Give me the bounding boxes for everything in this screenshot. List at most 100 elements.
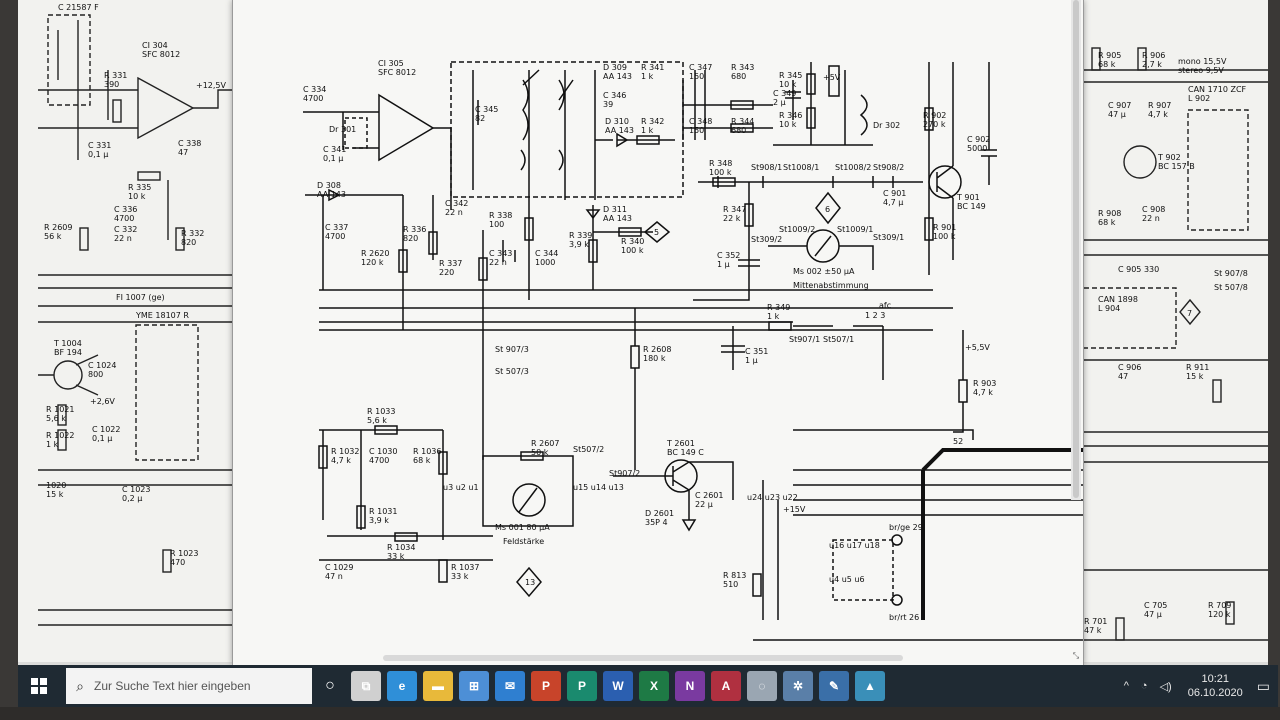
powerpoint-icon[interactable]: P: [531, 671, 561, 701]
label-st507-1: St507/1: [823, 335, 854, 344]
paint-icon[interactable]: ✎: [819, 671, 849, 701]
vertical-scroll-thumb[interactable]: [1073, 0, 1079, 498]
clock-time: 10:21: [1201, 673, 1229, 685]
task-view-icon[interactable]: ⧉: [351, 671, 381, 701]
label-brbge29: br/ge 29: [889, 523, 923, 532]
label-dr302: Dr 302: [873, 121, 900, 130]
label-ms001: Ms 001 80 µA: [495, 523, 550, 532]
label-node13: 13: [525, 578, 535, 587]
cortana-icon[interactable]: ○: [325, 677, 335, 694]
network-icon[interactable]: ◔: [1140, 680, 1148, 692]
settings-app-icon[interactable]: ✲: [783, 671, 813, 701]
label-brrt26: br/rt 26: [889, 613, 919, 622]
edge-icon[interactable]: e: [387, 671, 417, 701]
label-st507-8: St 507/8: [1214, 283, 1248, 292]
system-tray: ^ ◔ ◁) 10:21 06.10.2020 ▭: [1118, 665, 1270, 707]
label-st907-8: St 907/8: [1214, 269, 1248, 278]
photos-icon[interactable]: ▲: [855, 671, 885, 701]
notifications-icon[interactable]: ▭: [1256, 677, 1270, 694]
label-node6: 6: [825, 205, 830, 214]
label-u-left: u3 u2 u1: [443, 483, 479, 492]
search-icon: ⌕: [76, 677, 84, 694]
label-st507-2: St507/2: [573, 445, 604, 454]
show-hidden-icons-icon[interactable]: ^: [1123, 680, 1129, 692]
label-v26: +2,6V: [90, 397, 115, 406]
label-st1008-1: St1008/1: [783, 163, 819, 172]
file-explorer-icon[interactable]: ▬: [423, 671, 453, 701]
label-feldstaerke: Feldstärke: [503, 537, 544, 546]
onenote-icon[interactable]: N: [675, 671, 705, 701]
start-button[interactable]: [18, 665, 60, 707]
excel-icon[interactable]: X: [639, 671, 669, 701]
word-icon[interactable]: W: [603, 671, 633, 701]
label-c21587: C 21587 F: [58, 3, 99, 12]
clock-date: 06.10.2020: [1187, 687, 1243, 699]
label-fi1007: FI 1007 (ge): [116, 293, 165, 302]
mail-icon[interactable]: ✉: [495, 671, 525, 701]
label-pin52: 52: [953, 437, 963, 446]
label-u4-6: u4 u5 u6: [829, 575, 865, 584]
label-st507-3: St 507/3: [495, 367, 529, 376]
label-st1009-1: St1009/1: [837, 225, 873, 234]
store-icon[interactable]: ⊞: [459, 671, 489, 701]
vertical-scrollbar[interactable]: [1071, 0, 1081, 500]
label-c905: C 905 330: [1118, 265, 1159, 274]
photo-viewer-icon[interactable]: ◌: [747, 671, 777, 701]
publisher-icon[interactable]: P: [567, 671, 597, 701]
label-dr301: Dr 301: [329, 125, 356, 134]
search-input[interactable]: ⌕ Zur Suche Text hier eingeben: [66, 668, 312, 704]
volume-icon[interactable]: ◁): [1159, 680, 1172, 693]
horizontal-scrollbar[interactable]: [383, 655, 903, 661]
label-st309-1: St309/1: [873, 233, 904, 242]
access-icon[interactable]: A: [711, 671, 741, 701]
clock[interactable]: 10:21 06.10.2020: [1188, 672, 1243, 700]
label-v15: +15V: [783, 505, 806, 514]
resize-grip-icon[interactable]: ⤡: [1072, 651, 1080, 660]
label-st1009-2: St1009/2: [779, 225, 815, 234]
